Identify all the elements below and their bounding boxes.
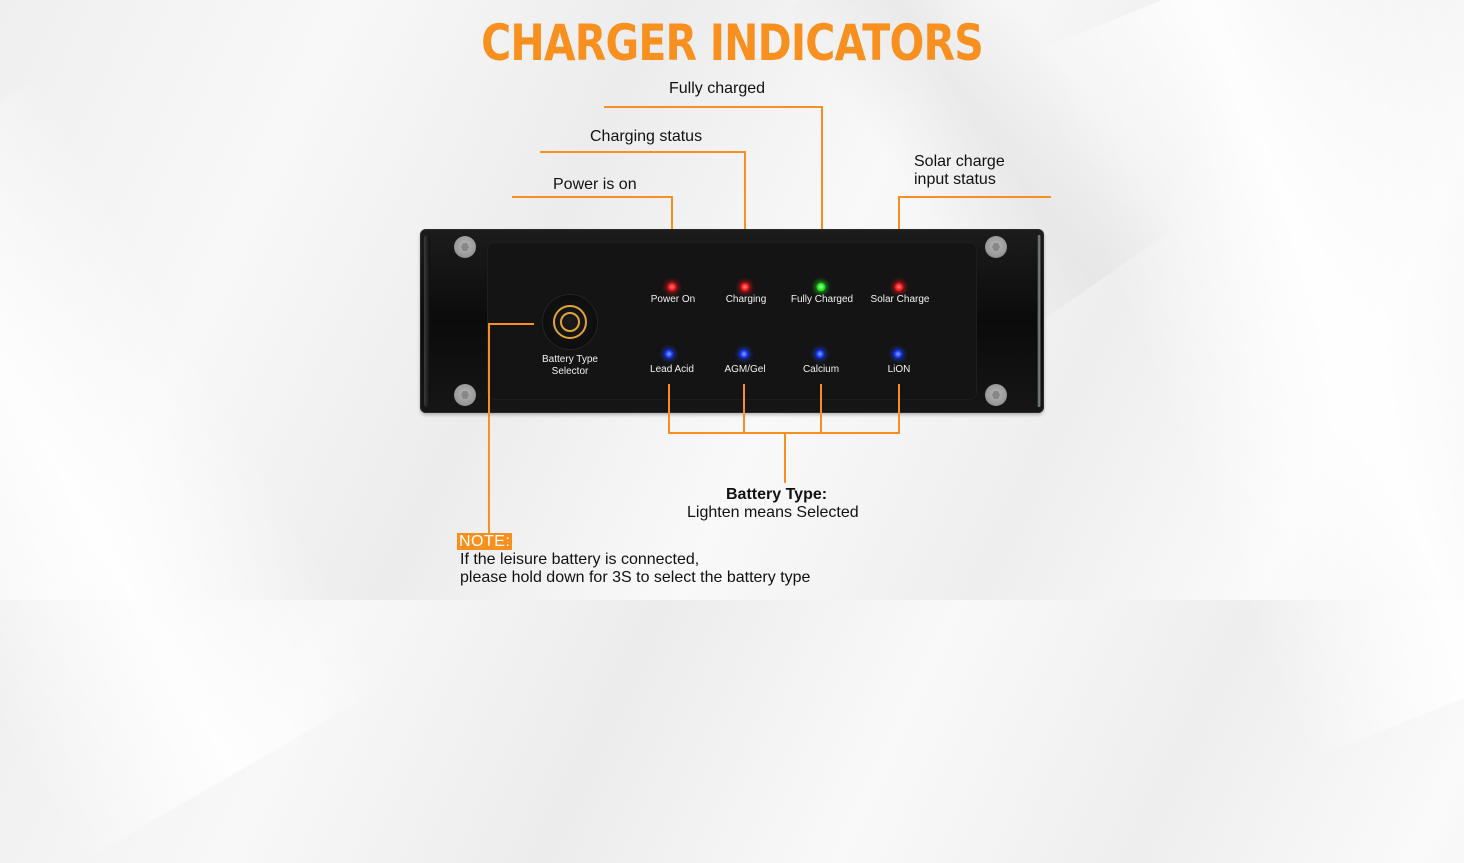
selector-label-line2: Selector: [551, 366, 589, 377]
led-solar-charge: [894, 282, 904, 292]
leader-line-solar: [898, 196, 1051, 198]
led-agm-gel: [739, 349, 749, 359]
device-edge: [1037, 235, 1041, 407]
leader-line-battery-type: [784, 432, 786, 483]
led-label-calcium: Calcium: [802, 364, 840, 375]
callout-solar-line1: Solar charge: [914, 153, 1005, 170]
screw-icon: [454, 236, 476, 258]
leader-line-selector: [488, 323, 534, 325]
led-label-charging: Charging: [725, 294, 767, 305]
callout-fully-charged: Fully charged: [669, 80, 766, 97]
led-lead-acid: [664, 349, 674, 359]
led-label-fully-charged: Fully Charged: [790, 294, 854, 305]
screw-icon: [985, 384, 1007, 406]
screw-icon: [454, 384, 476, 406]
led-label-lion: LiON: [887, 364, 911, 375]
callout-power-on: Power is on: [553, 176, 637, 193]
led-label-agm-gel: AGM/Gel: [724, 364, 766, 375]
led-lion: [893, 349, 903, 359]
note-line2: please hold down for 3S to select the ba…: [460, 569, 811, 586]
leader-line-fully-charged: [821, 106, 823, 284]
device-edge: [424, 235, 430, 407]
led-label-lead-acid: Lead Acid: [650, 364, 694, 375]
selector-label-line1: Battery Type: [542, 354, 598, 365]
leader-line-charging: [540, 151, 746, 153]
note-line1: If the leisure battery is connected,: [460, 551, 700, 568]
leader-line-charging: [744, 151, 746, 284]
led-power-on: [667, 282, 677, 292]
leader-line-battery-type: [668, 384, 670, 434]
battery-type-selector-button[interactable]: [543, 295, 597, 349]
button-ring-icon: [553, 305, 587, 339]
callout-solar-line2: input status: [914, 171, 996, 188]
leader-line-battery-type: [820, 384, 822, 434]
led-label-power-on: Power On: [650, 294, 696, 305]
battery-type-description: Lighten means Selected: [687, 504, 859, 521]
background-streak: [0, 76, 391, 863]
leader-line-fully-charged: [604, 106, 823, 108]
screw-icon: [985, 236, 1007, 258]
leader-line-battery-type: [743, 384, 745, 434]
led-label-solar-charge: Solar Charge: [870, 294, 930, 305]
charger-device: Battery Type Selector Power On Charging …: [420, 229, 1044, 413]
leader-line-battery-type: [898, 384, 900, 434]
led-fully-charged: [816, 282, 826, 292]
button-ring-icon: [560, 312, 580, 332]
background-streak: [1022, 0, 1464, 761]
led-calcium: [815, 349, 825, 359]
led-charging: [740, 282, 750, 292]
battery-type-heading: Battery Type:: [726, 486, 828, 503]
page-title: CHARGER INDICATORS: [481, 14, 984, 72]
note-tag: NOTE:: [457, 533, 513, 550]
callout-charging-status: Charging status: [590, 128, 703, 145]
leader-line-selector: [488, 323, 490, 535]
leader-line-power-on: [512, 196, 673, 198]
